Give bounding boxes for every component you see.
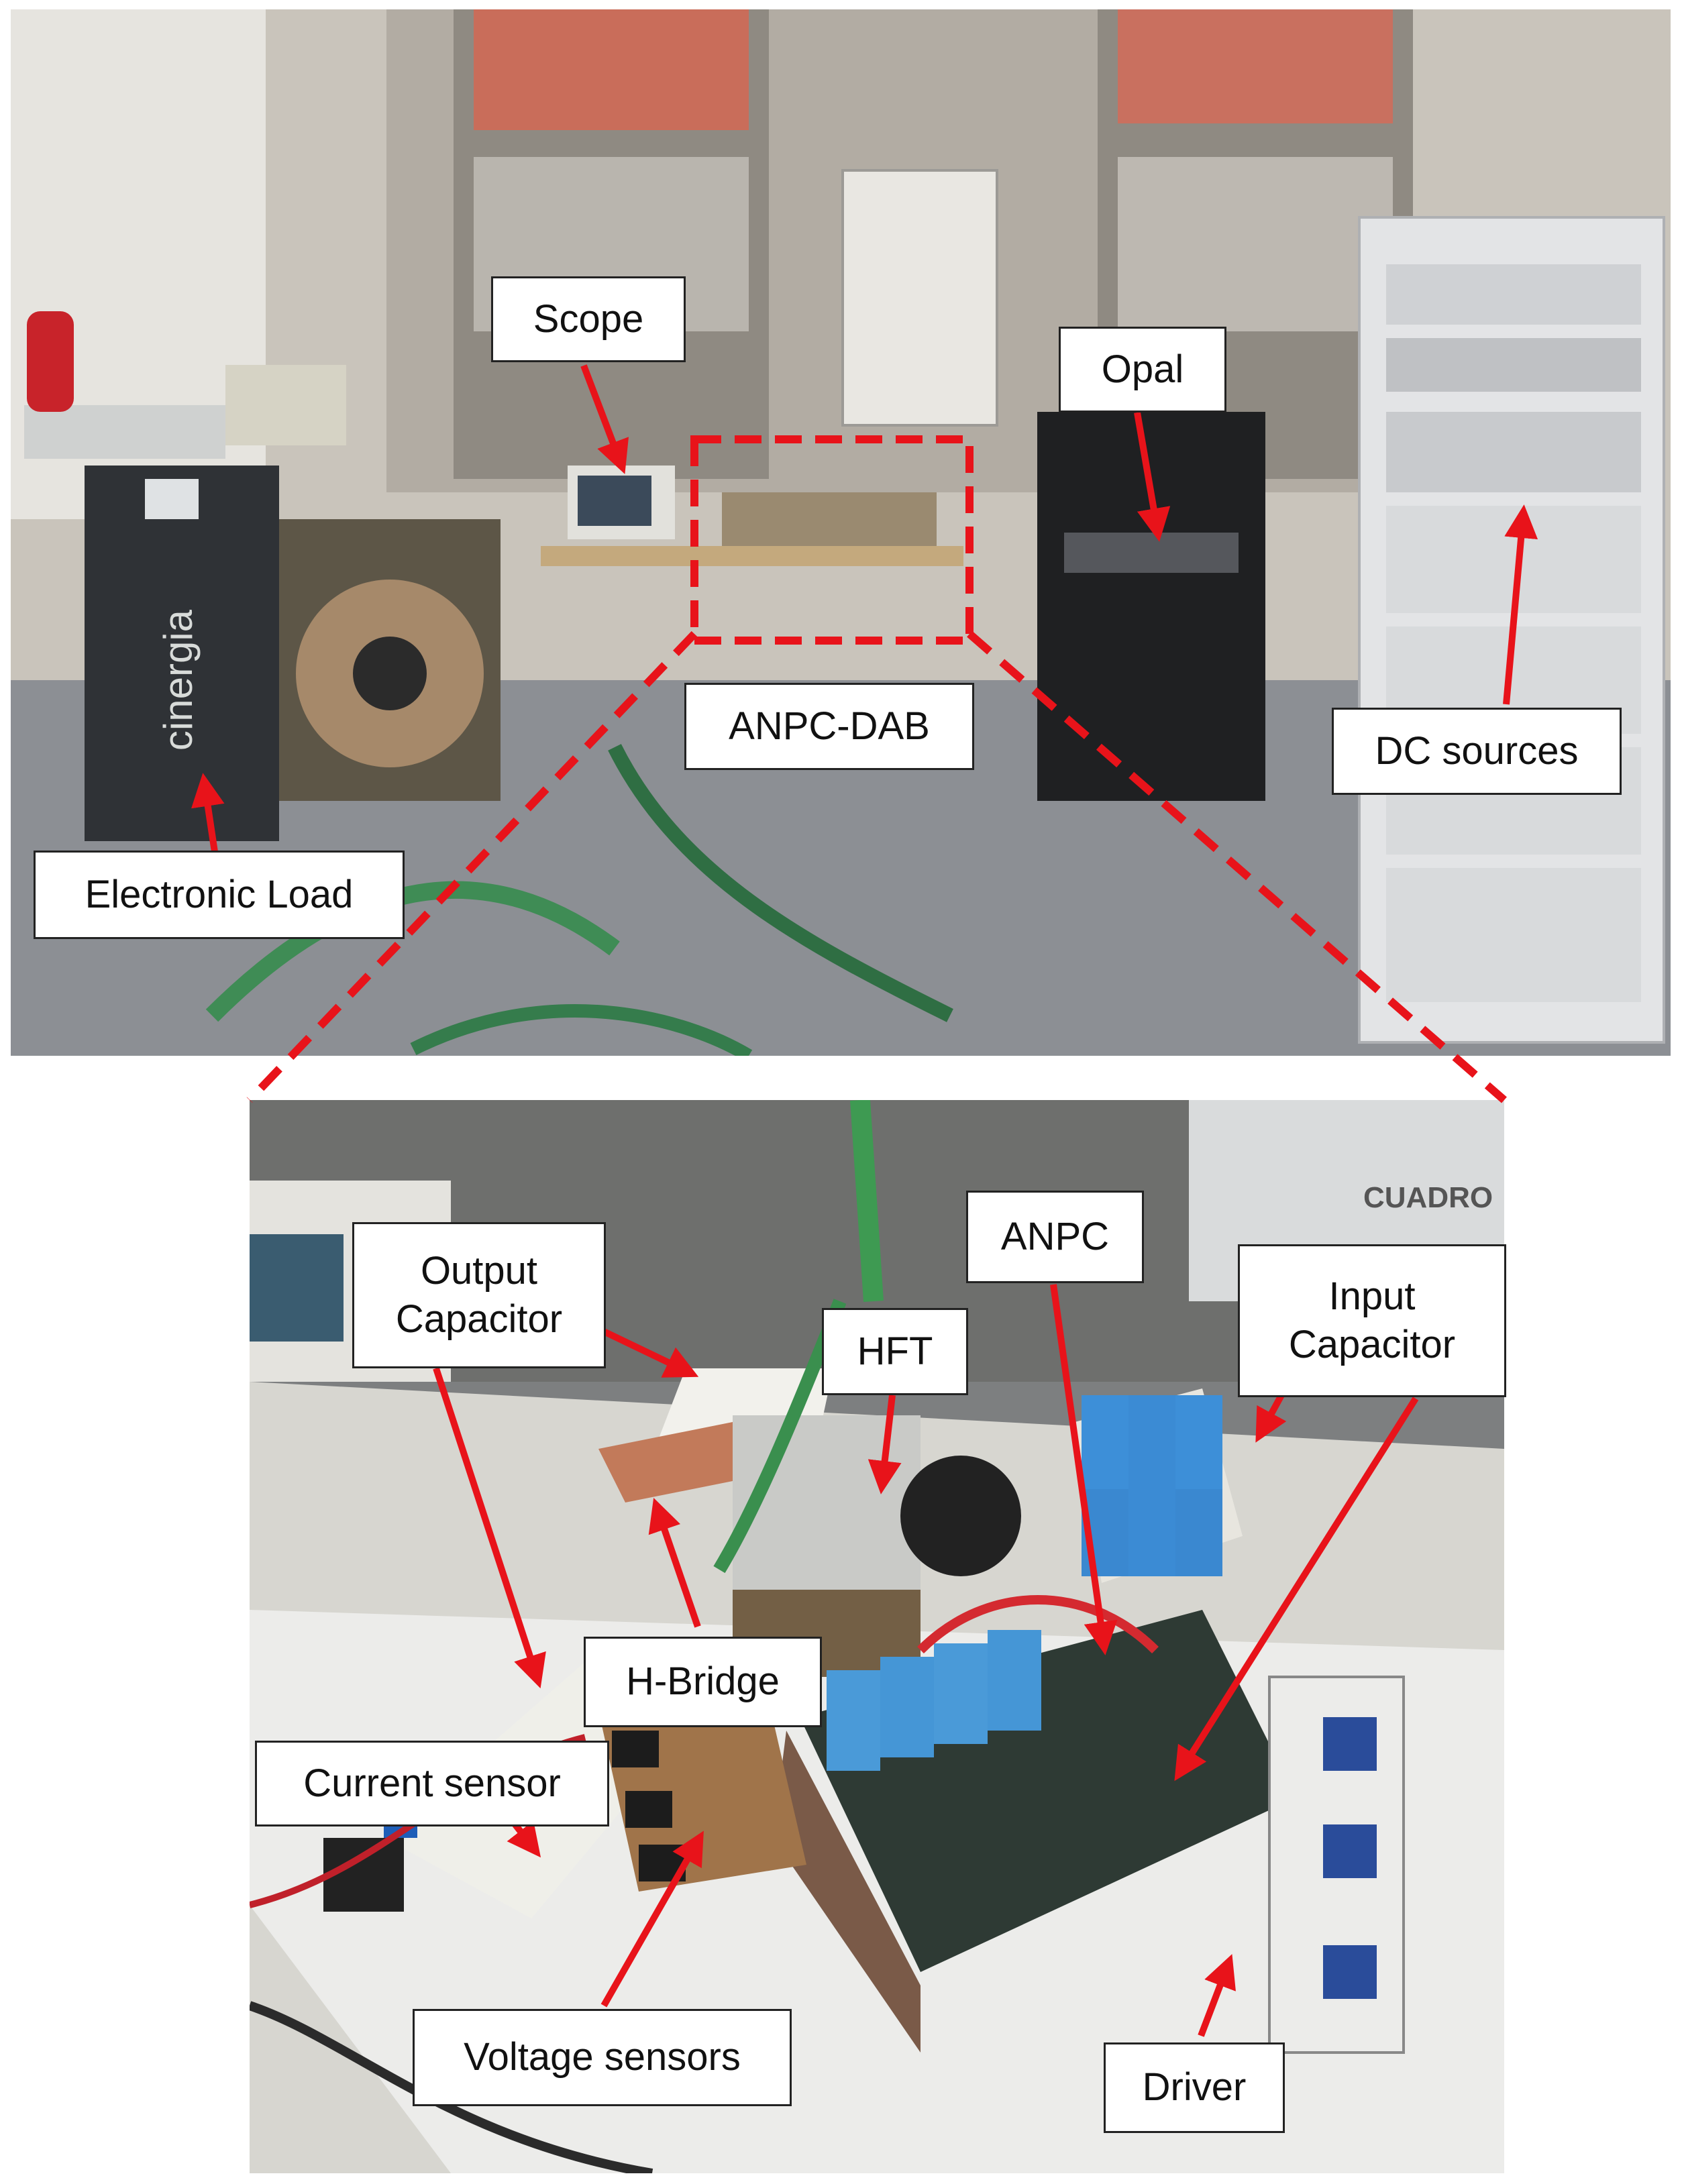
anpc-dab-zoom-box	[690, 435, 974, 645]
label-h-bridge: H-Bridge	[584, 1637, 822, 1727]
label-voltage-sensors: Voltage sensors	[413, 2009, 792, 2106]
label-opal: Opal	[1059, 327, 1226, 413]
driver-arrow	[1198, 1954, 1236, 2037]
label-electronic-load: Electronic Load	[34, 851, 405, 939]
label-hft-text: HFT	[857, 1329, 933, 1373]
label-anpc-dab-text: ANPC-DAB	[729, 704, 930, 748]
cuadro-sign-text: CUADRO	[1363, 1181, 1493, 1214]
scope-arrow	[580, 364, 629, 474]
input-capacitor-arrow-2	[1174, 1397, 1419, 1782]
label-opal-text: Opal	[1101, 347, 1184, 391]
zoom-connector-right	[967, 631, 1507, 1103]
label-dc-sources: DC sources	[1332, 708, 1622, 795]
label-voltage-sensors-text: Voltage sensors	[464, 2035, 741, 2079]
input-capacitor-arrow-1	[1255, 1393, 1287, 1443]
label-current-sensor: Current sensor	[255, 1741, 609, 1826]
label-dc-sources-text: DC sources	[1375, 728, 1579, 773]
anpc-arrow	[1050, 1284, 1118, 1655]
label-anpc-text: ANPC	[1000, 1214, 1110, 1258]
cinergia-brand-text: cinergia	[156, 609, 201, 751]
label-anpc: ANPC	[966, 1191, 1144, 1283]
lab-overview-scene: cinergia	[11, 9, 1671, 1056]
h-bridge-arrow	[648, 1497, 701, 1628]
zoom-connector-left	[246, 631, 698, 1103]
label-input-capacitor-line2: Capacitor	[1288, 1323, 1456, 1366]
output-capacitor-arrow-2	[433, 1367, 546, 1689]
label-driver-text: Driver	[1142, 2065, 1247, 2110]
voltage-sensors-arrow	[600, 1831, 704, 2008]
dc-sources-arrow	[1503, 504, 1538, 705]
output-capacitor-arrow-1	[602, 1328, 699, 1378]
label-electronic-load-text: Electronic Load	[85, 872, 354, 916]
label-hft: HFT	[822, 1308, 968, 1395]
label-driver: Driver	[1104, 2042, 1285, 2133]
label-scope: Scope	[491, 276, 686, 362]
label-input-capacitor: Input Capacitor	[1238, 1244, 1506, 1397]
label-input-capacitor-line1: Input	[1328, 1274, 1416, 1318]
opal-arrow	[1134, 412, 1171, 542]
lab-overview-photo: cinergia	[11, 9, 1671, 1056]
label-output-capacitor: Output Capacitor	[352, 1222, 606, 1368]
label-output-capacitor-line1: Output	[420, 1248, 538, 1293]
label-scope-text: Scope	[533, 296, 644, 341]
electronic-load-arrow	[191, 773, 225, 853]
label-h-bridge-text: H-Bridge	[626, 1659, 780, 1704]
label-anpc-dab: ANPC-DAB	[684, 683, 974, 770]
label-current-sensor-text: Current sensor	[303, 1761, 561, 1805]
hft-arrow	[868, 1395, 902, 1494]
label-output-capacitor-line2: Capacitor	[395, 1297, 563, 1341]
